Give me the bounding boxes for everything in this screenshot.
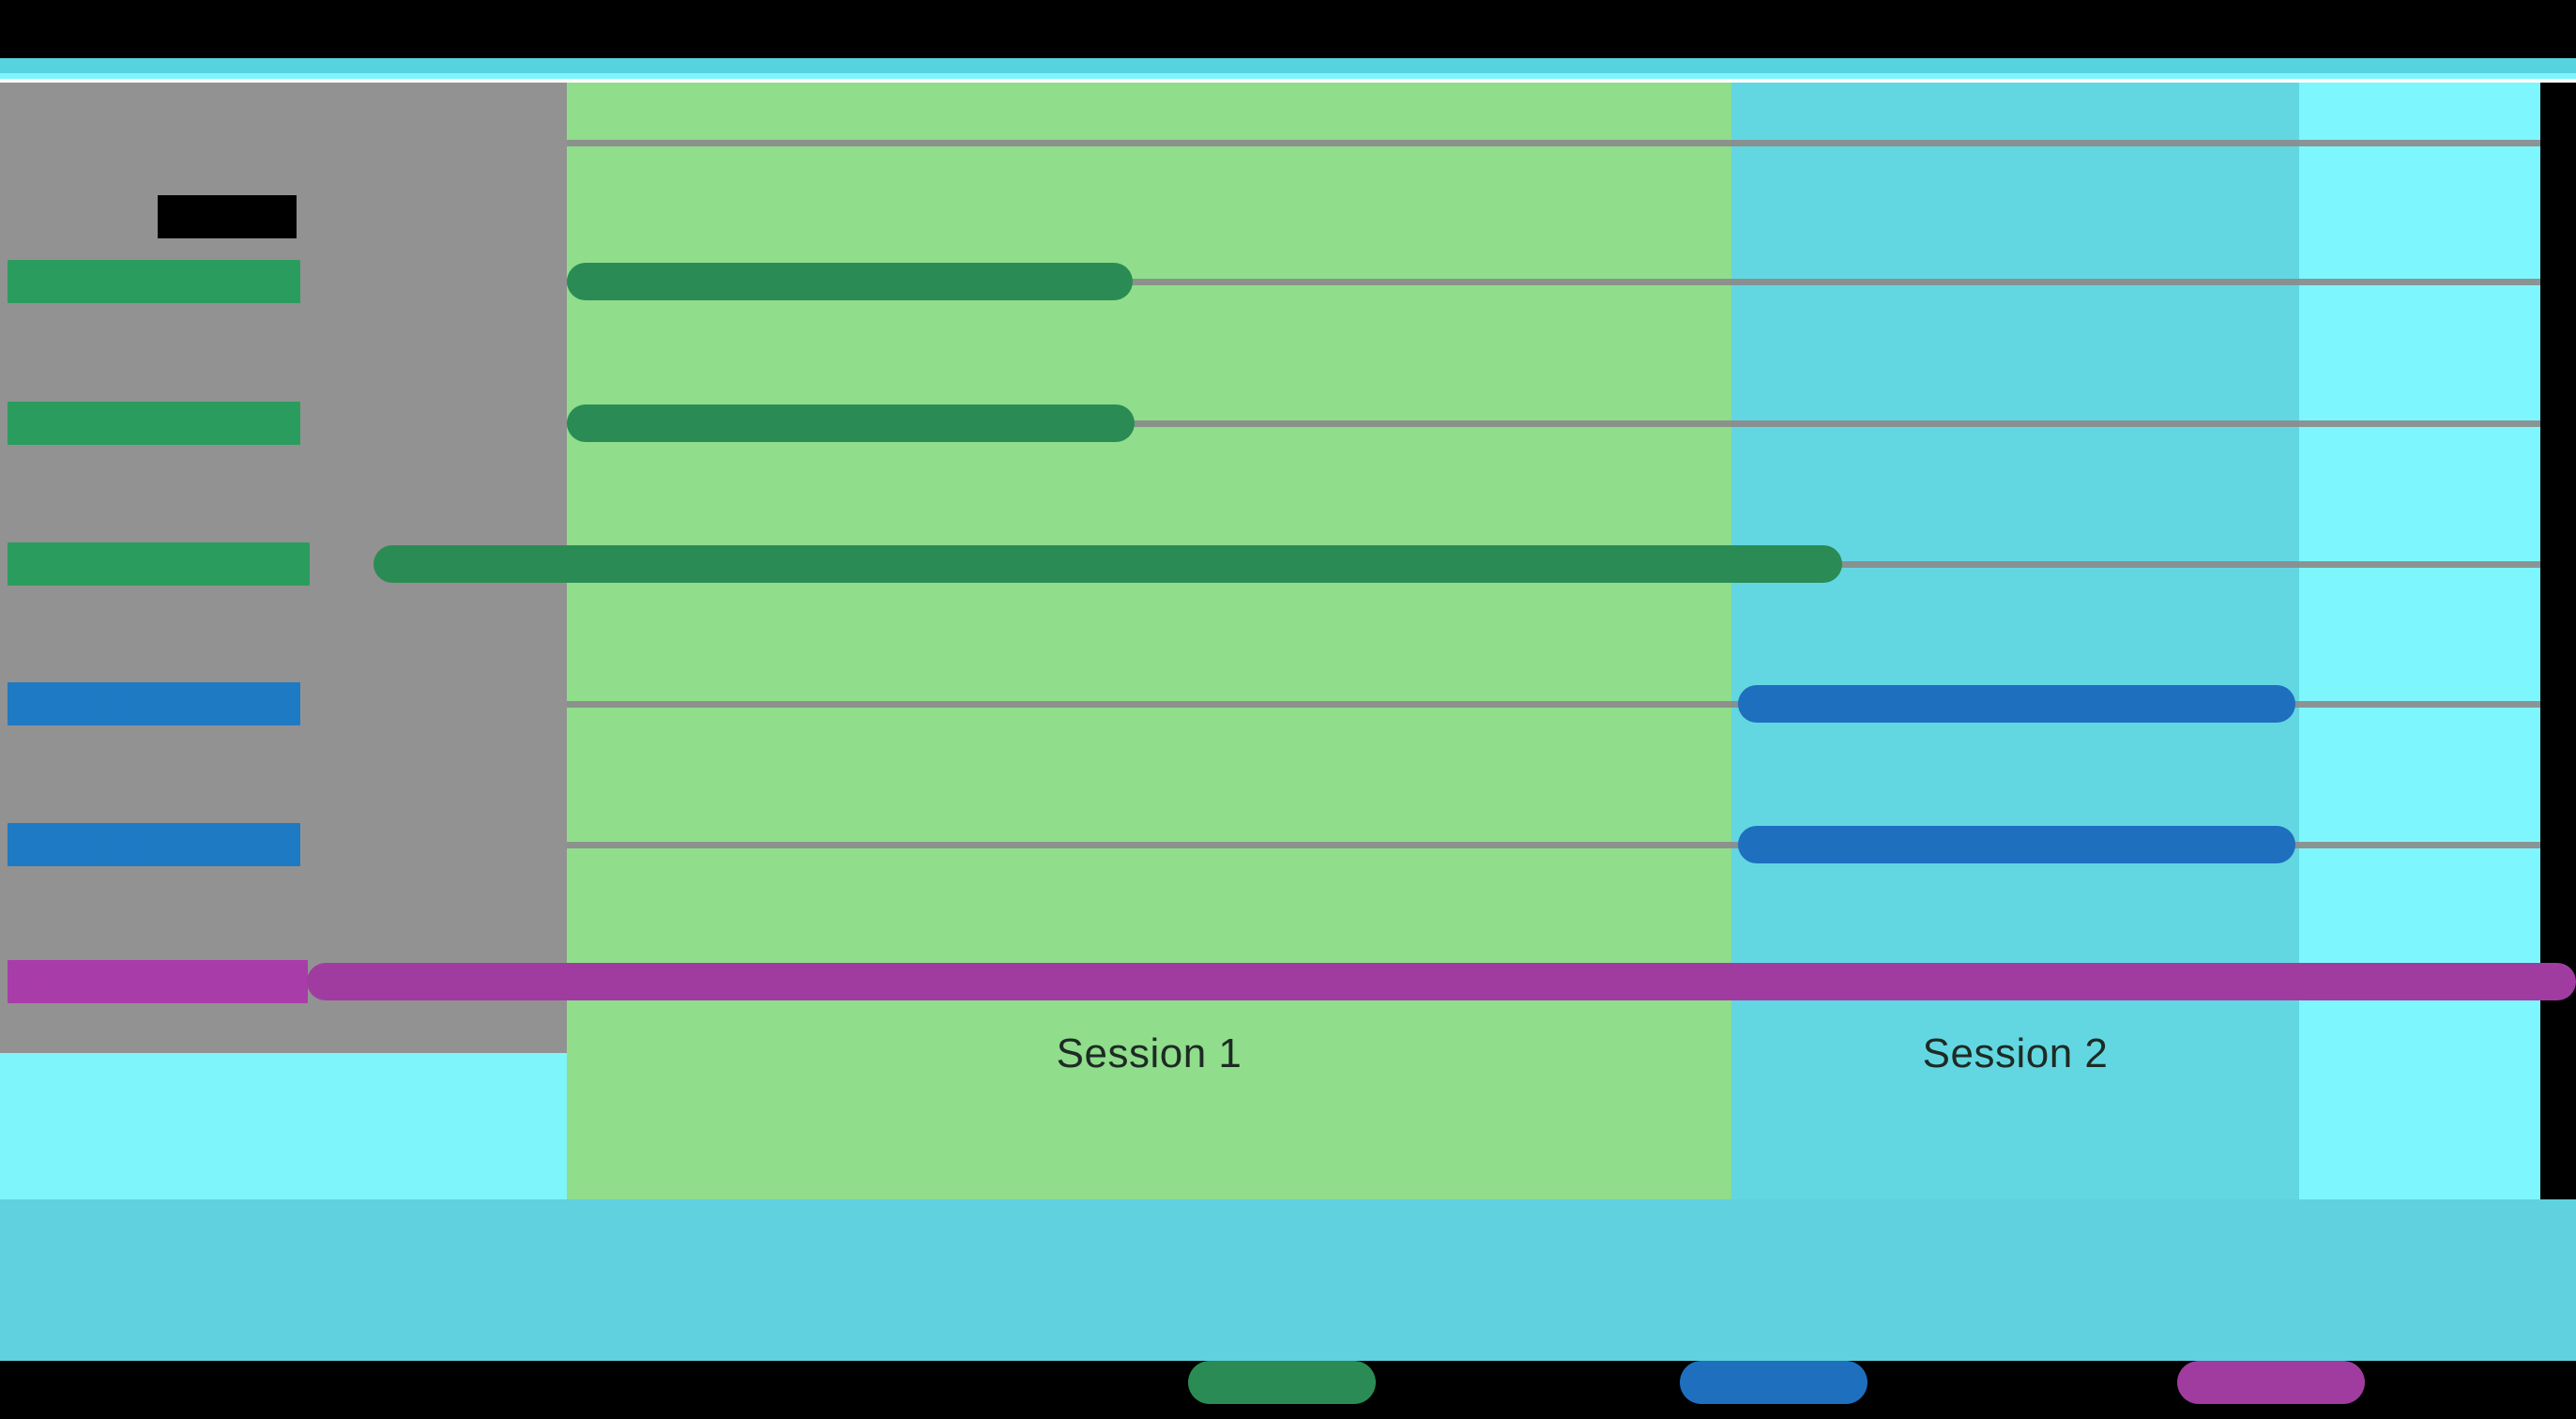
gridline-1: [567, 279, 2540, 285]
session-band-2: [1731, 83, 2299, 1199]
legend-swatch-1: Group B: [1680, 1361, 1867, 1404]
gantt-bar-row-0[interactable]: [567, 263, 1133, 300]
chart-legend: Group A Group B Group C: [0, 1361, 2576, 1419]
gantt-bar-row-1[interactable]: [567, 404, 1135, 442]
gridline-2: [567, 420, 2540, 427]
gridline-0: [567, 140, 2540, 146]
gantt-bar-row-5[interactable]: [307, 963, 2576, 1000]
y-axis-label-row-4: ValaSO_B2: [8, 823, 300, 866]
legend-item-1[interactable]: Group B: [1680, 1361, 1867, 1404]
y-axis-label-row-1: ValaSO_A2: [8, 402, 300, 445]
gridline-5: [567, 842, 2540, 848]
top-accent-strip-light: [0, 73, 2576, 79]
y-axis-gutter-footer: [0, 1053, 567, 1199]
y-axis-label-row-5: ValaSO_C1: [8, 960, 308, 1003]
legend-item-0[interactable]: Group A: [1188, 1361, 1376, 1404]
legend-swatch-2: Group C: [2177, 1361, 2365, 1404]
session-label-2: Session 2: [1922, 1030, 2109, 1076]
session-band-3: [2299, 83, 2540, 1199]
gantt-bar-row-3[interactable]: [1738, 685, 2295, 723]
top-hairline-divider: [0, 79, 2576, 83]
top-accent-strip: [0, 58, 2576, 73]
gantt-bar-row-2[interactable]: [373, 545, 1842, 583]
y-axis-label-row-0: ValaSO_A1: [8, 260, 300, 303]
legend-item-2[interactable]: Group C: [2177, 1361, 2365, 1404]
gantt-bar-row-4[interactable]: [1738, 826, 2295, 863]
session-label-1: Session 1: [1056, 1030, 1242, 1076]
gridline-4: [567, 701, 2540, 708]
y-axis-label-row-2: ValaSO_A3: [8, 542, 310, 586]
page-title: [158, 195, 297, 238]
legend-swatch-0: Group A: [1188, 1361, 1376, 1404]
y-axis-label-row-3: ValaSO_B1: [8, 682, 300, 725]
bottom-panel: [0, 1199, 2576, 1361]
